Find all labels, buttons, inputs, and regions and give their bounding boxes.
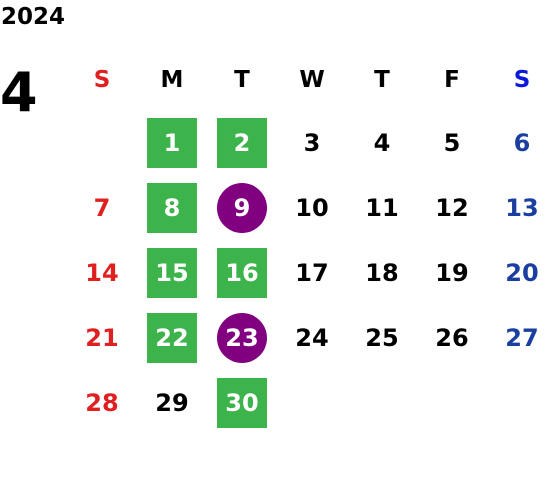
day-cell: 7 bbox=[67, 175, 137, 240]
day-number: 27 bbox=[505, 323, 539, 352]
marked-day-number: 1 bbox=[147, 117, 197, 168]
day-number: 20 bbox=[505, 258, 539, 287]
day-cell: 3 bbox=[277, 110, 347, 175]
day-number: 11 bbox=[365, 193, 399, 222]
day-cell: 22 bbox=[137, 305, 207, 370]
day-cell: 11 bbox=[347, 175, 417, 240]
day-number: 5 bbox=[443, 128, 461, 157]
weekday-tue: T bbox=[234, 67, 250, 93]
day-cell: 23 bbox=[207, 305, 277, 370]
empty-day-cell bbox=[417, 370, 487, 435]
day-cell: 1 bbox=[137, 110, 207, 175]
day-cell: 19 bbox=[417, 240, 487, 305]
day-number: 13 bbox=[505, 193, 539, 222]
day-number: 12 bbox=[435, 193, 469, 222]
empty-day-cell bbox=[67, 110, 137, 175]
day-number: 24 bbox=[295, 323, 329, 352]
empty-day-cell bbox=[347, 370, 417, 435]
month-number: 4 bbox=[0, 61, 38, 124]
weekday-wed: W bbox=[299, 67, 325, 93]
day-cell: 13 bbox=[487, 175, 548, 240]
day-number bbox=[497, 378, 547, 428]
day-number: 26 bbox=[435, 323, 469, 352]
day-number: 19 bbox=[435, 258, 469, 287]
day-number: 7 bbox=[93, 193, 111, 222]
week-row: 14 15 16 17 18 19 20 bbox=[67, 240, 548, 305]
day-cell: 12 bbox=[417, 175, 487, 240]
day-cell: 28 bbox=[67, 370, 137, 435]
day-cell: 6 bbox=[487, 110, 548, 175]
day-number: 18 bbox=[365, 258, 399, 287]
day-cell: 10 bbox=[277, 175, 347, 240]
day-cell: 4 bbox=[347, 110, 417, 175]
day-cell: 26 bbox=[417, 305, 487, 370]
circled-day-number: 9 bbox=[217, 182, 267, 233]
marked-day-number: 15 bbox=[147, 247, 197, 298]
day-number: 14 bbox=[85, 258, 119, 287]
day-cell: 2 bbox=[207, 110, 277, 175]
year-label: 2024 bbox=[1, 4, 66, 30]
day-number: 21 bbox=[85, 323, 119, 352]
day-cell: 9 bbox=[207, 175, 277, 240]
day-cell: 27 bbox=[487, 305, 548, 370]
marked-day-number: 30 bbox=[217, 377, 267, 428]
day-number: 28 bbox=[85, 388, 119, 417]
week-row: 28 29 30 bbox=[67, 370, 548, 435]
day-cell: 20 bbox=[487, 240, 548, 305]
week-row: 21 22 23 24 25 26 27 bbox=[67, 305, 548, 370]
day-cell: 8 bbox=[137, 175, 207, 240]
day-number bbox=[287, 378, 337, 428]
weekday-sun: S bbox=[93, 67, 111, 93]
day-number bbox=[357, 378, 407, 428]
marked-day-number: 22 bbox=[147, 312, 197, 363]
day-number bbox=[77, 118, 127, 168]
day-cell: 18 bbox=[347, 240, 417, 305]
day-cell: 15 bbox=[137, 240, 207, 305]
marked-day-number: 2 bbox=[217, 117, 267, 168]
day-number: 3 bbox=[303, 128, 321, 157]
empty-day-cell bbox=[277, 370, 347, 435]
day-cell: 29 bbox=[137, 370, 207, 435]
weekday-fri: F bbox=[444, 67, 460, 93]
weekday-mon: M bbox=[160, 67, 184, 93]
day-number: 4 bbox=[373, 128, 391, 157]
day-number: 10 bbox=[295, 193, 329, 222]
empty-day-cell bbox=[487, 370, 548, 435]
marked-day-number: 8 bbox=[147, 182, 197, 233]
day-number: 17 bbox=[295, 258, 329, 287]
marked-day-number: 16 bbox=[217, 247, 267, 298]
circled-day-number: 23 bbox=[217, 312, 267, 363]
day-number bbox=[427, 378, 477, 428]
day-number: 6 bbox=[513, 128, 531, 157]
day-cell: 24 bbox=[277, 305, 347, 370]
day-cell: 16 bbox=[207, 240, 277, 305]
day-cell: 30 bbox=[207, 370, 277, 435]
day-cell: 14 bbox=[67, 240, 137, 305]
day-number: 25 bbox=[365, 323, 399, 352]
weekday-sat: S bbox=[513, 67, 531, 93]
day-cell: 21 bbox=[67, 305, 137, 370]
day-cell: 25 bbox=[347, 305, 417, 370]
day-number: 29 bbox=[155, 388, 189, 417]
day-cell: 17 bbox=[277, 240, 347, 305]
weekday-thu: T bbox=[374, 67, 390, 93]
weekday-header-row: S M T W T F S bbox=[67, 50, 548, 110]
day-cell: 5 bbox=[417, 110, 487, 175]
